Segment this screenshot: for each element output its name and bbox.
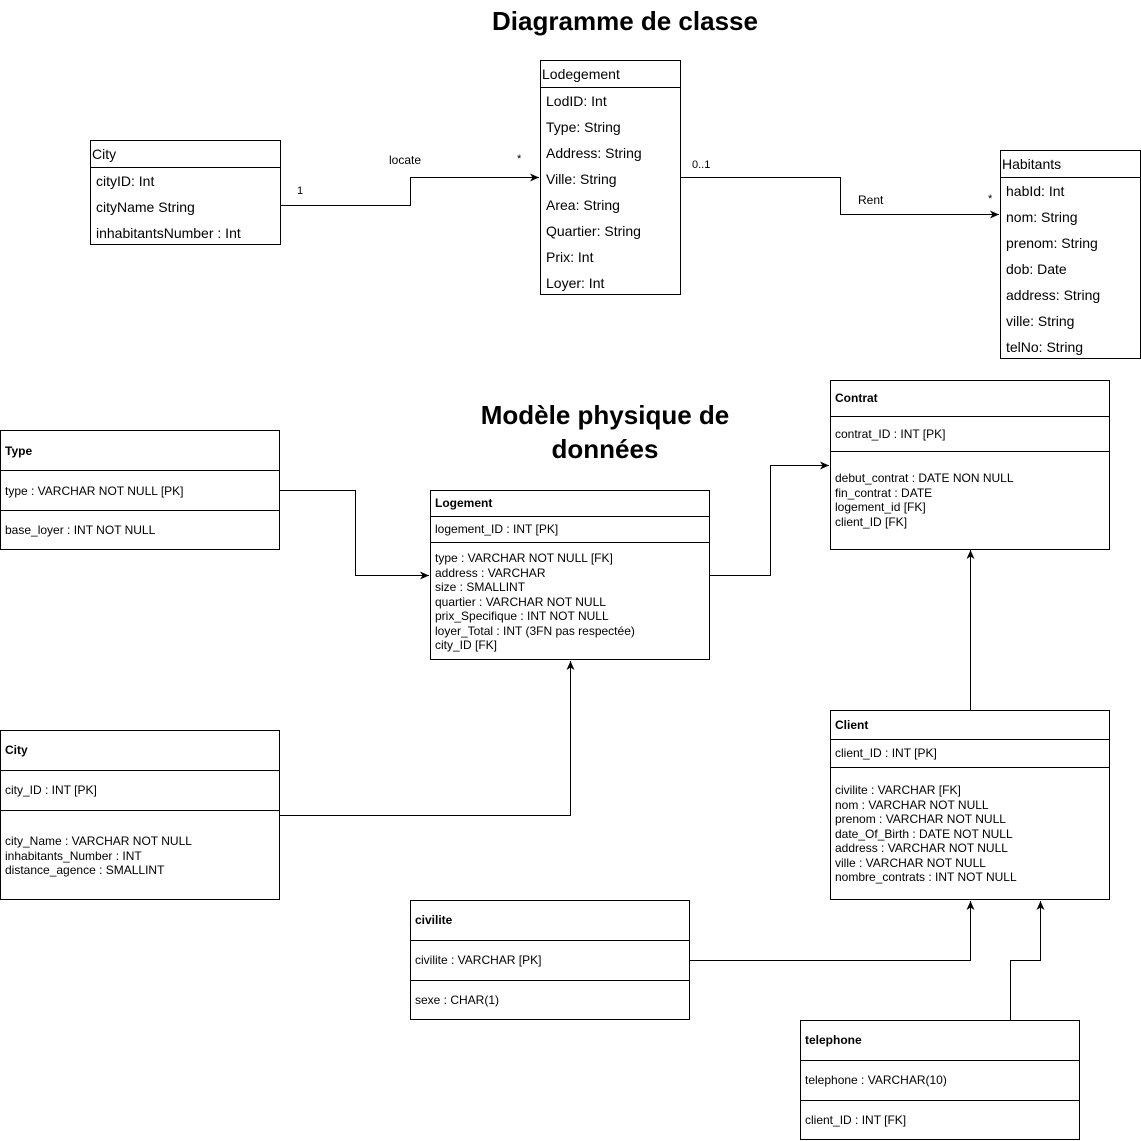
- table-telephone-pk: telephone : VARCHAR(10): [801, 1061, 1079, 1101]
- class-city-attribute: cityID: Int: [96, 173, 155, 189]
- table-city-field: distance_agence : SMALLINT: [5, 863, 165, 877]
- class-city[interactable]: City cityID: Int cityName String inhabit…: [90, 140, 281, 245]
- physical-model-title: Modèle physique de données: [440, 398, 770, 466]
- locate-association-line: [281, 173, 539, 206]
- table-logement-fields: type : VARCHAR NOT NULL [FK] address : V…: [431, 543, 709, 653]
- table-contrat-field: logement_id [FK]: [835, 500, 926, 514]
- logement-to-contrat-line: [710, 461, 829, 576]
- class-city-attribute: inhabitantsNumber : Int: [96, 225, 241, 241]
- table-client-name: Client: [831, 711, 1109, 740]
- table-telephone-name: telephone: [801, 1021, 1079, 1061]
- class-lodegement-attribute: Address: String: [546, 145, 642, 161]
- table-contrat-field: fin_contrat : DATE: [835, 485, 933, 500]
- class-lodegement-attribute: Loyer: Int: [546, 275, 605, 291]
- class-city-name: City: [91, 141, 280, 168]
- table-client-field: date_Of_Birth : DATE NOT NULL: [835, 826, 1013, 841]
- class-habitants-attribute: ville: String: [1006, 313, 1075, 329]
- table-logement-field: city_ID [FK]: [435, 638, 498, 652]
- table-logement[interactable]: Logement logement_ID : INT [PK] type : V…: [430, 490, 710, 660]
- type-to-logement-line: [280, 490, 429, 580]
- table-type-fields: base_loyer : INT NOT NULL: [1, 511, 279, 549]
- table-city-fields: city_Name : VARCHAR NOT NULL inhabitants…: [1, 811, 279, 878]
- table-contrat[interactable]: Contrat contrat_ID : INT [PK] debut_cont…: [830, 380, 1110, 550]
- table-city-pk: city_ID : INT [PK]: [1, 771, 279, 811]
- table-logement-field: address : VARCHAR: [435, 565, 546, 580]
- table-client-fields: civilite : VARCHAR [FK] nom : VARCHAR NO…: [831, 768, 1109, 885]
- class-habitants-attribute: prenom: String: [1006, 235, 1098, 251]
- table-contrat-fields: debut_contrat : DATE NON NULL fin_contra…: [831, 452, 1109, 529]
- table-civilite-name: civilite: [411, 901, 689, 941]
- table-logement-field: type : VARCHAR NOT NULL [FK]: [435, 551, 613, 565]
- table-contrat-pk: contrat_ID : INT [PK]: [831, 417, 1109, 452]
- class-lodegement-attribute: Quartier: String: [546, 223, 641, 239]
- table-contrat-field: debut_contrat : DATE NON NULL: [835, 471, 1014, 485]
- table-city[interactable]: City city_ID : INT [PK] city_Name : VARC…: [0, 730, 280, 900]
- class-lodegement-attribute: Ville: String: [546, 171, 617, 187]
- table-client-field: prenom : VARCHAR NOT NULL: [835, 812, 1006, 826]
- table-city-field: inhabitants_Number : INT: [5, 848, 142, 863]
- table-type[interactable]: Type type : VARCHAR NOT NULL [PK] base_l…: [0, 430, 280, 550]
- class-habitants-attribute: nom: String: [1006, 209, 1078, 225]
- table-logement-pk: logement_ID : INT [PK]: [431, 517, 709, 543]
- class-habitants-attribute: address: String: [1006, 287, 1101, 303]
- rent-label: Rent: [858, 193, 884, 207]
- rent-lodgement-multiplicity: 0..1: [692, 159, 711, 171]
- class-habitants-attribute: telNo: String: [1006, 339, 1084, 355]
- locate-lodgement-multiplicity: *: [517, 153, 522, 165]
- table-client-field: ville : VARCHAR NOT NULL: [835, 855, 986, 870]
- table-client-pk: client_ID : INT [PK]: [831, 740, 1109, 768]
- table-logement-field: prix_Specifique : INT NOT NULL: [435, 609, 609, 623]
- class-city-attribute: cityName String: [96, 199, 195, 215]
- locate-label: locate: [389, 153, 422, 167]
- table-client-field: civilite : VARCHAR [FK]: [835, 783, 961, 797]
- table-client-field: address : VARCHAR NOT NULL: [835, 841, 1008, 855]
- physical-model-title-line2: données: [551, 434, 659, 464]
- class-lodegement-attribute: Area: String: [546, 197, 620, 213]
- locate-city-multiplicity: 1: [297, 185, 304, 197]
- table-logement-field: size : SMALLINT: [435, 580, 526, 594]
- rent-habitants-multiplicity: *: [988, 193, 993, 205]
- table-telephone[interactable]: telephone telephone : VARCHAR(10) client…: [800, 1020, 1080, 1140]
- table-telephone-fields: client_ID : INT [FK]: [801, 1101, 1079, 1139]
- table-type-name: Type: [1, 431, 279, 471]
- table-civilite-fields: sexe : CHAR(1): [411, 981, 689, 1019]
- civilite-to-client-line: [690, 901, 975, 961]
- class-lodegement-attribute: Prix: Int: [546, 249, 594, 265]
- class-lodegement-attribute: LodID: Int: [546, 93, 607, 109]
- table-city-field: city_Name : VARCHAR NOT NULL: [5, 834, 192, 848]
- table-civilite-field: sexe : CHAR(1): [415, 993, 500, 1007]
- table-client[interactable]: Client client_ID : INT [PK] civilite : V…: [830, 710, 1110, 900]
- class-habitants-attribute: habId: Int: [1006, 183, 1065, 199]
- class-lodegement[interactable]: Lodegement LodID: Int Type: String Addre…: [540, 60, 681, 295]
- class-lodegement-name: Lodegement: [541, 61, 680, 88]
- rent-association-line: [681, 177, 999, 219]
- table-city-name: City: [1, 731, 279, 771]
- table-client-field: nom : VARCHAR NOT NULL: [835, 797, 989, 812]
- table-contrat-name: Contrat: [831, 381, 1109, 417]
- table-civilite-pk: civilite : VARCHAR [PK]: [411, 941, 689, 981]
- class-habitants-attribute: dob: Date: [1006, 261, 1067, 277]
- table-client-field: nombre_contrats : INT NOT NULL: [835, 870, 1017, 884]
- class-diagram-title: Diagramme de classe: [492, 6, 758, 36]
- class-lodegement-attribute: Type: String: [546, 119, 621, 135]
- physical-model-title-line1: Modèle physique de: [480, 400, 730, 430]
- table-logement-name: Logement: [431, 491, 709, 517]
- table-logement-field: quartier : VARCHAR NOT NULL: [435, 594, 606, 609]
- telephone-to-client-line: [1010, 901, 1045, 1020]
- class-habitants-name: Habitants: [1001, 151, 1140, 178]
- city-to-logement-line: [280, 661, 575, 816]
- table-telephone-field: client_ID : INT [FK]: [805, 1113, 907, 1127]
- table-logement-field: loyer_Total : INT (3FN pas respectée): [435, 623, 635, 638]
- table-type-field: base_loyer : INT NOT NULL: [5, 523, 156, 537]
- class-habitants[interactable]: Habitants habId: Int nom: String prenom:…: [1000, 150, 1141, 359]
- table-type-pk: type : VARCHAR NOT NULL [PK]: [1, 471, 279, 511]
- table-contrat-field: client_ID [FK]: [835, 514, 908, 529]
- table-civilite[interactable]: civilite civilite : VARCHAR [PK] sexe : …: [410, 900, 690, 1020]
